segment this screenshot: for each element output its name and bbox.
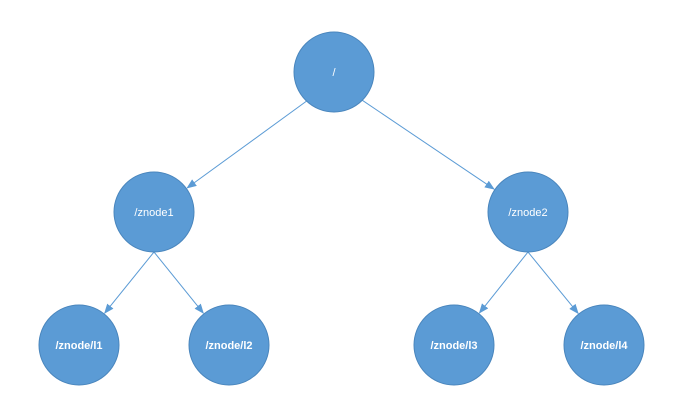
node-label-l4: /znode/l4	[580, 340, 628, 352]
edge-znode2-to-l4	[527, 251, 579, 315]
node-label-l1: /znode/l1	[55, 340, 102, 352]
edges	[104, 97, 579, 315]
node-root: /	[293, 31, 375, 113]
node-circle-znode1	[113, 171, 195, 253]
node-l2: /znode/l2	[188, 304, 270, 386]
node-circle-l1	[38, 304, 120, 386]
node-label-l3: /znode/l3	[430, 340, 477, 352]
node-label-znode1: /znode1	[134, 207, 173, 219]
node-znode2: /znode2	[487, 171, 569, 253]
edge-root-to-znode2	[358, 97, 495, 190]
node-l1: /znode/l1	[38, 304, 120, 386]
node-l3: /znode/l3	[413, 304, 495, 386]
node-label-znode2: /znode2	[508, 207, 547, 219]
edge-znode1-to-l1	[104, 251, 155, 314]
edge-root-to-znode1	[186, 97, 311, 189]
node-znode1: /znode1	[113, 171, 195, 253]
edge-znode1-to-l2	[153, 251, 204, 314]
node-label-l2: /znode/l2	[205, 340, 252, 352]
node-label-root: /	[332, 67, 336, 79]
node-circle-l3	[413, 304, 495, 386]
node-circle-root	[293, 31, 375, 113]
edge-znode2-to-l3	[478, 251, 529, 314]
node-circle-l4	[563, 304, 645, 386]
node-l4: /znode/l4	[563, 304, 645, 386]
nodes: / /znode1/znode2/znode/l1/znode/l2/znode/…	[38, 31, 645, 386]
node-circle-l2	[188, 304, 270, 386]
node-circle-znode2	[487, 171, 569, 253]
